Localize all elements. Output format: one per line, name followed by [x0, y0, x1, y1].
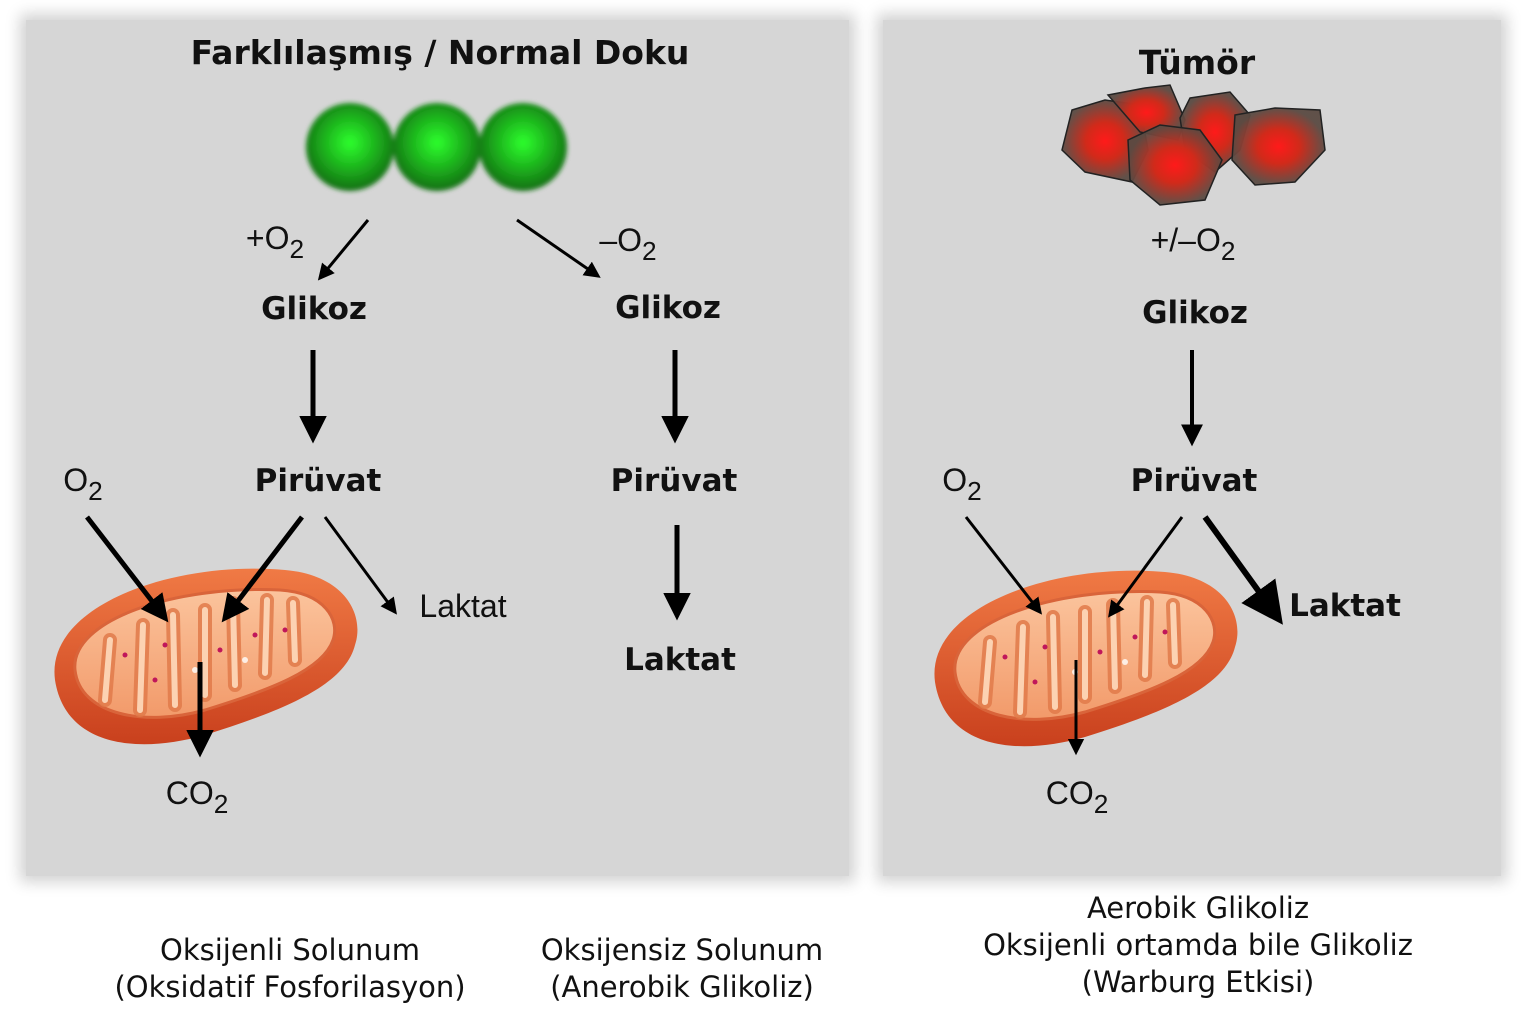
- caption-line: (Warburg Etkisi): [1081, 965, 1315, 999]
- pyruvate-anaerobic: Pirüvat: [610, 463, 738, 499]
- plus-oxygen-label: +O2: [246, 220, 304, 265]
- co2-text: CO: [1045, 775, 1094, 811]
- caption-line: Oksijenli ortamda bile Glikoliz: [983, 928, 1413, 962]
- mitochondrion-icon: [54, 569, 357, 745]
- lactate-tumor: Laktat: [1289, 588, 1401, 624]
- o2-text: O: [63, 462, 89, 498]
- minus-oxygen-text: –O: [599, 222, 643, 258]
- pyruvate-aerobic: Pirüvat: [254, 463, 382, 499]
- subscript: 2: [88, 476, 103, 507]
- arrow-o2-to-mitochondrion-tumor: [964, 516, 1043, 615]
- o2-label-tumor: O2: [942, 462, 981, 507]
- plus-minus-oxygen-text: +/–O: [1150, 222, 1221, 258]
- glucose-aerobic: Glikoz: [261, 291, 367, 327]
- caption-oxidative: Oksijenli Solunum (Oksidatif Fosforilasy…: [114, 932, 465, 1006]
- co2-label-tumor: CO2: [1046, 775, 1109, 820]
- arrow-o2-to-mitochondrion: [85, 515, 169, 623]
- arrow-pyruvate-to-mitochondrion: [221, 515, 304, 623]
- tumor-title: Tümör: [1138, 43, 1256, 82]
- o2-label: O2: [63, 462, 102, 507]
- glucose-anaerobic: Glikoz: [615, 290, 721, 326]
- subscript: 2: [967, 476, 982, 507]
- lactate-aerobic: Laktat: [419, 588, 507, 624]
- caption-warburg: Aerobik Glikoliz Oksijenli ortamda bile …: [983, 890, 1413, 1001]
- plus-minus-oxygen-label: +/–O2: [1151, 222, 1236, 267]
- co2-label: CO2: [166, 775, 229, 820]
- tumor-mitochondrion-icon: [934, 571, 1237, 747]
- caption-line: (Oksidatif Fosforilasyon): [114, 970, 466, 1004]
- caption-line: Oksijenli Solunum: [159, 933, 420, 967]
- caption-line: Aerobik Glikoliz: [1086, 891, 1310, 925]
- minus-oxygen-label: –O2: [599, 222, 656, 267]
- tumor-cells-icon: [1061, 84, 1326, 206]
- o2-text: O: [942, 462, 968, 498]
- pyruvate-tumor: Pirüvat: [1130, 463, 1258, 499]
- lactate-anaerobic: Laktat: [624, 642, 736, 678]
- caption-anaerobic: Oksijensiz Solunum (Anerobik Glikoliz): [541, 932, 823, 1006]
- subscript: 2: [1093, 789, 1109, 820]
- caption-line: (Anerobik Glikoliz): [550, 970, 814, 1004]
- subscript: 2: [642, 236, 657, 267]
- caption-line: Oksijensiz Solunum: [540, 933, 824, 967]
- normal-cells-icon: [306, 103, 567, 191]
- arrow-pyruvate-to-lactate-tumor: [1202, 515, 1283, 625]
- subscript: 2: [1220, 236, 1236, 267]
- normal-tissue-title: Farklılaşmış / Normal Doku: [190, 33, 690, 72]
- arrow-to-glucose-anaerobic: [516, 218, 601, 278]
- arrow-pyruvate-to-lactate: [323, 516, 397, 615]
- subscript: 2: [289, 234, 305, 265]
- plus-oxygen-text: +O: [245, 220, 290, 256]
- arrow-pyruvate-to-mitochondrion-tumor: [1108, 516, 1184, 618]
- arrow-to-glucose-aerobic: [317, 219, 370, 281]
- co2-text: CO: [165, 775, 214, 811]
- glucose-tumor: Glikoz: [1142, 295, 1248, 331]
- subscript: 2: [213, 789, 229, 820]
